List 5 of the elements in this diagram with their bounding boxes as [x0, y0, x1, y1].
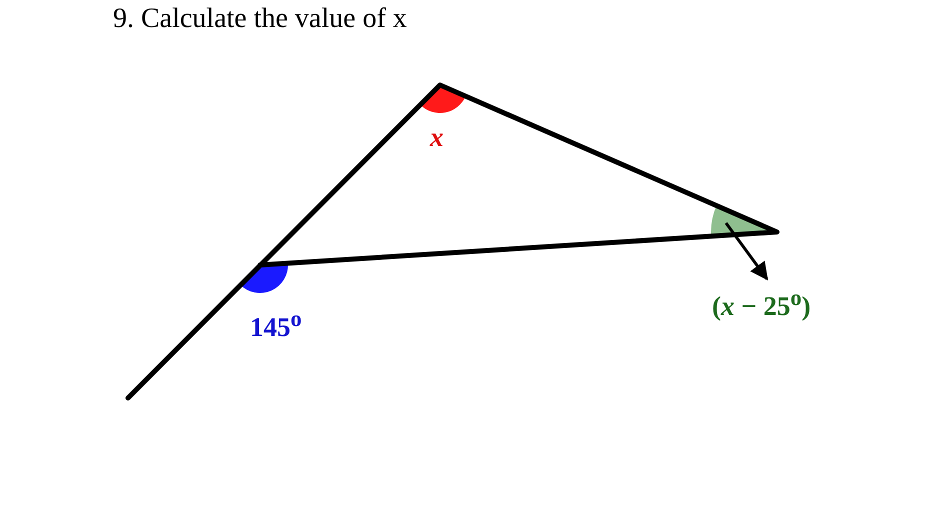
question-title: 9. Calculate the value of x: [113, 5, 407, 33]
angle-label: (x − 25$^{o}$): [712, 287, 811, 320]
angle-variable: x: [430, 124, 444, 151]
angle-value: 145$^{o}$: [250, 308, 302, 341]
arrow: [724, 222, 768, 280]
